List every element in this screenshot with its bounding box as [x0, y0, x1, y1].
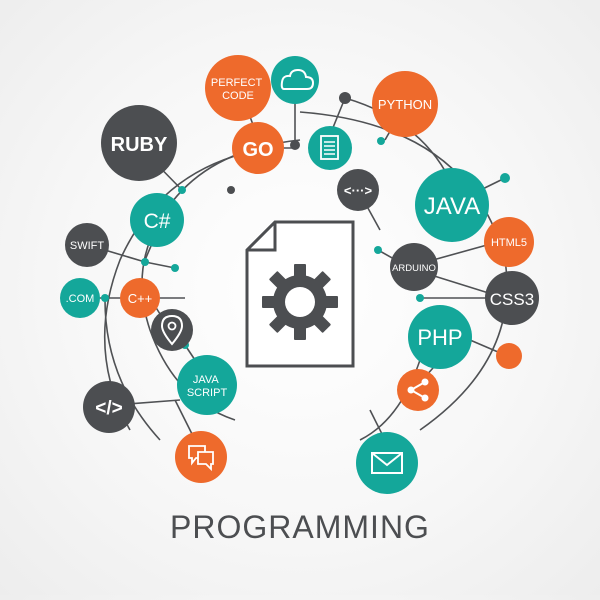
dot-dark: [290, 140, 300, 150]
node-java-label: JAVA: [424, 193, 480, 220]
node-go: GO: [232, 122, 284, 174]
dot-teal: [141, 258, 149, 266]
node-javascript-line2: SCRIPT: [187, 387, 228, 399]
dot-teal: [101, 294, 109, 302]
node-ruby: RUBY: [101, 105, 177, 181]
arc-lower-left: [104, 299, 161, 441]
node-html5: HTML5: [484, 217, 534, 267]
code-brackets-icon: <···>: [337, 169, 379, 211]
node-go-label: GO: [242, 139, 273, 161]
chat-bubbles-icon: [175, 431, 227, 483]
node-ruby-label: RUBY: [111, 134, 168, 156]
dot-teal: [377, 137, 385, 145]
node-arduino: ARDUINO: [390, 243, 438, 291]
node-python-label: PYTHON: [378, 97, 432, 112]
node-css3: CSS3: [485, 271, 539, 325]
node-cpp-label: C++: [128, 291, 153, 306]
svg-text:JAVA SCRIPT: JAVA SCRIPT: [187, 374, 228, 399]
document-fold: [247, 222, 277, 252]
share-icon: [397, 369, 439, 411]
node-com-label: .COM: [66, 293, 95, 305]
cloud-icon: [271, 56, 319, 104]
node-swift: SWIFT: [65, 223, 109, 267]
svg-text:PERFECT CODE: PERFECT CODE: [211, 77, 265, 102]
mail-envelope-icon: [356, 432, 418, 494]
dot-dark: [227, 186, 235, 194]
dot-teal: [500, 173, 510, 183]
node-arduino-label: ARDUINO: [392, 263, 436, 274]
page-title: PROGRAMMING: [170, 509, 430, 545]
node-html5-label: HTML5: [491, 237, 527, 249]
svg-text:<···>: <···>: [344, 183, 373, 198]
link-swift-right: [144, 261, 176, 269]
node-cpp: C++: [120, 278, 160, 318]
node-css3-label: CSS3: [490, 290, 534, 309]
node-java: JAVA: [415, 168, 489, 242]
code-tag-icon: </>: [83, 381, 135, 433]
node-perfect-code-line2: CODE: [222, 90, 254, 102]
node-swift-label: SWIFT: [70, 240, 104, 252]
dot-teal: [171, 264, 179, 272]
node-csharp: C#: [130, 193, 184, 247]
node-javascript-line1: JAVA: [193, 374, 220, 386]
node-python: PYTHON: [372, 71, 438, 137]
document-lines-icon: [308, 126, 352, 170]
node-csharp-label: C#: [144, 210, 171, 233]
node-com: .COM: [60, 278, 100, 318]
dot-orange: [496, 343, 522, 369]
map-pin-icon: [151, 309, 193, 351]
node-javascript: JAVA SCRIPT: [177, 355, 237, 415]
outer-arc-left: [103, 149, 259, 431]
dot-dark: [339, 92, 351, 104]
node-perfect-code-line1: PERFECT: [211, 77, 263, 89]
node-php-label: PHP: [417, 325, 462, 350]
dot-teal: [416, 294, 424, 302]
node-perfect-code: PERFECT CODE: [205, 55, 271, 121]
dot-teal: [178, 186, 186, 194]
gear-icon: [262, 264, 338, 340]
svg-text:</>: </>: [95, 398, 122, 419]
dot-teal: [374, 246, 382, 254]
document-gear-icon: [245, 220, 355, 368]
node-php: PHP: [408, 305, 472, 369]
